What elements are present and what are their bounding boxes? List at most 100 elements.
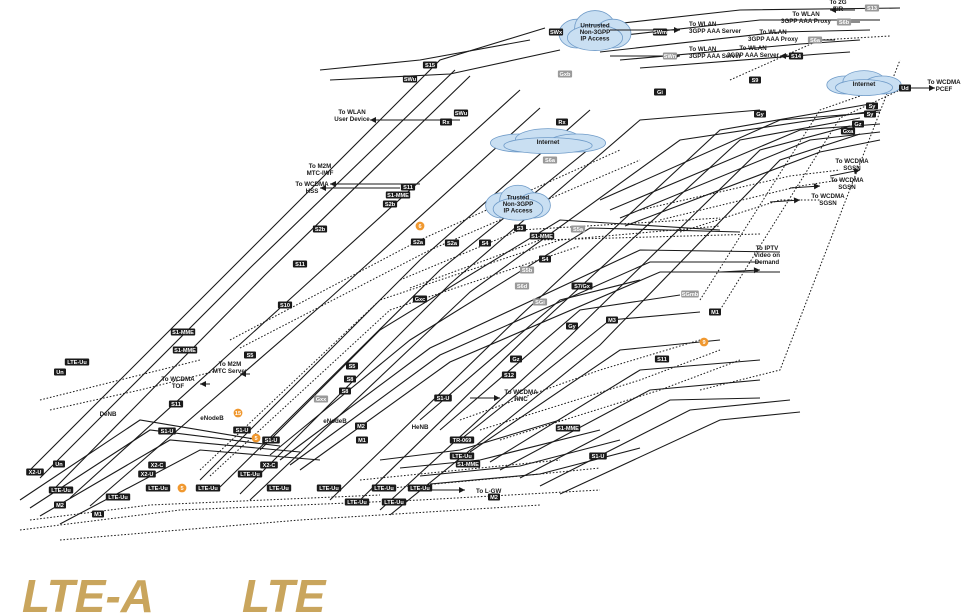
- badge-background: [312, 225, 328, 233]
- label-enodeb: eNodeB: [200, 415, 224, 422]
- interface-line-dotted: [479, 349, 721, 431]
- badge-s5b: S5b: [519, 266, 535, 274]
- badge-s11: S11: [400, 183, 416, 191]
- badge-s8: S8: [339, 387, 351, 395]
- interface-line-dotted: [499, 359, 741, 441]
- badge-text: S2b: [385, 202, 396, 208]
- badge-lte-uu: LTE-Uu: [195, 484, 221, 492]
- cloud-label: Non-3GPP: [580, 29, 611, 36]
- interface-line: [439, 294, 681, 431]
- cloud-label: Trusted: [507, 194, 530, 201]
- interface-line: [489, 359, 761, 463]
- marker-5: 5: [177, 483, 187, 493]
- badge-text: S1-MME: [174, 348, 196, 354]
- label-line: RNC: [514, 396, 528, 403]
- badge-text: S10: [280, 303, 290, 309]
- badge-gz: Gz: [852, 120, 864, 128]
- badge-text: S1-MME: [557, 426, 579, 432]
- badge-background: [510, 355, 522, 363]
- label-line: SGSN: [819, 200, 837, 207]
- badge-text: LTE-Uu: [452, 454, 472, 460]
- badge-text: S6b: [839, 20, 850, 26]
- interface-line: [519, 397, 761, 479]
- interface-line: [39, 69, 456, 479]
- marker-circle: [233, 408, 243, 418]
- badge-gxx: Gxx: [313, 395, 329, 403]
- badge-background: [148, 461, 166, 469]
- interface-line: [624, 139, 881, 227]
- badge-lte-uu: LTE-Uu: [344, 498, 370, 506]
- badge-text: S1-MME: [457, 462, 479, 468]
- badge-sy: Sy: [866, 102, 878, 110]
- badge-m1: M1: [709, 308, 721, 316]
- badge-background: [382, 200, 398, 208]
- badge-background: [449, 436, 475, 444]
- cloud-label: Internet: [853, 81, 876, 88]
- badge-x2-c: X2-C: [260, 461, 278, 469]
- interface-line: [599, 29, 871, 53]
- badge-text: S9: [752, 78, 759, 84]
- label-line: To 2G: [829, 0, 846, 6]
- badge-s2a: S2a: [410, 238, 426, 246]
- badge-background: [346, 362, 358, 370]
- badge-background: [105, 493, 131, 501]
- badge-background: [158, 427, 176, 435]
- label-to-l-gw: To L-GW: [476, 488, 501, 495]
- interface-line: [419, 279, 641, 421]
- badge-text: S11: [171, 402, 181, 408]
- marker-circle: [177, 483, 187, 493]
- badge-text: Rx: [558, 120, 566, 126]
- badge-background: [54, 501, 66, 509]
- badge-text: LTE-Uu: [67, 360, 87, 366]
- badge-background: [237, 470, 263, 478]
- badge-background: [168, 400, 184, 408]
- badge-s1-mme: S1-MME: [529, 232, 555, 240]
- label-line: 3GPP AAA Server: [689, 28, 742, 35]
- label-line: Demand: [755, 259, 780, 266]
- badge-text: Gy: [756, 112, 764, 118]
- interface-line: [419, 439, 621, 477]
- badge-m2: M2: [54, 501, 66, 509]
- label-line: 3GPP AAA Server: [689, 53, 742, 60]
- badge-s1-u: S1-U: [434, 394, 452, 402]
- interface-line: [539, 399, 791, 487]
- badge-swn: SWn: [662, 52, 678, 60]
- interface-line: [399, 429, 601, 469]
- arrowhead: [200, 381, 206, 387]
- badge-background: [555, 424, 581, 432]
- badge-text: S3: [517, 226, 524, 232]
- badge-m3: M3: [606, 316, 618, 324]
- badge-s1-mme: S1-MME: [170, 328, 196, 336]
- badge-s15: S15: [422, 61, 438, 69]
- badge-s5a: S5a: [570, 225, 586, 233]
- label-line: DeNB: [100, 411, 117, 418]
- badge-text: SWu: [455, 111, 468, 117]
- badge-background: [449, 452, 475, 460]
- badge-background: [749, 76, 761, 84]
- interface-line: [259, 219, 721, 451]
- badge-gy: Gy: [566, 322, 578, 330]
- badge-text: S4: [542, 257, 550, 263]
- label-denb: DeNB: [100, 411, 117, 418]
- label-line: To L-GW: [476, 488, 501, 495]
- label-line: To WCDMA: [504, 389, 538, 396]
- arrowhead: [320, 185, 326, 191]
- badge-lte-uu: LTE-Uu: [407, 484, 433, 492]
- badge-background: [292, 260, 308, 268]
- interface-line-dotted: [679, 199, 820, 233]
- badge-s8: S8: [344, 375, 356, 383]
- interface-line: [639, 51, 851, 69]
- label-line: Video on: [754, 252, 780, 259]
- badge-lte-uu: LTE-Uu: [266, 484, 292, 492]
- label-line: 3GPP AAA Server: [727, 52, 780, 59]
- interface-line: [269, 227, 741, 456]
- badge-background: [26, 468, 44, 476]
